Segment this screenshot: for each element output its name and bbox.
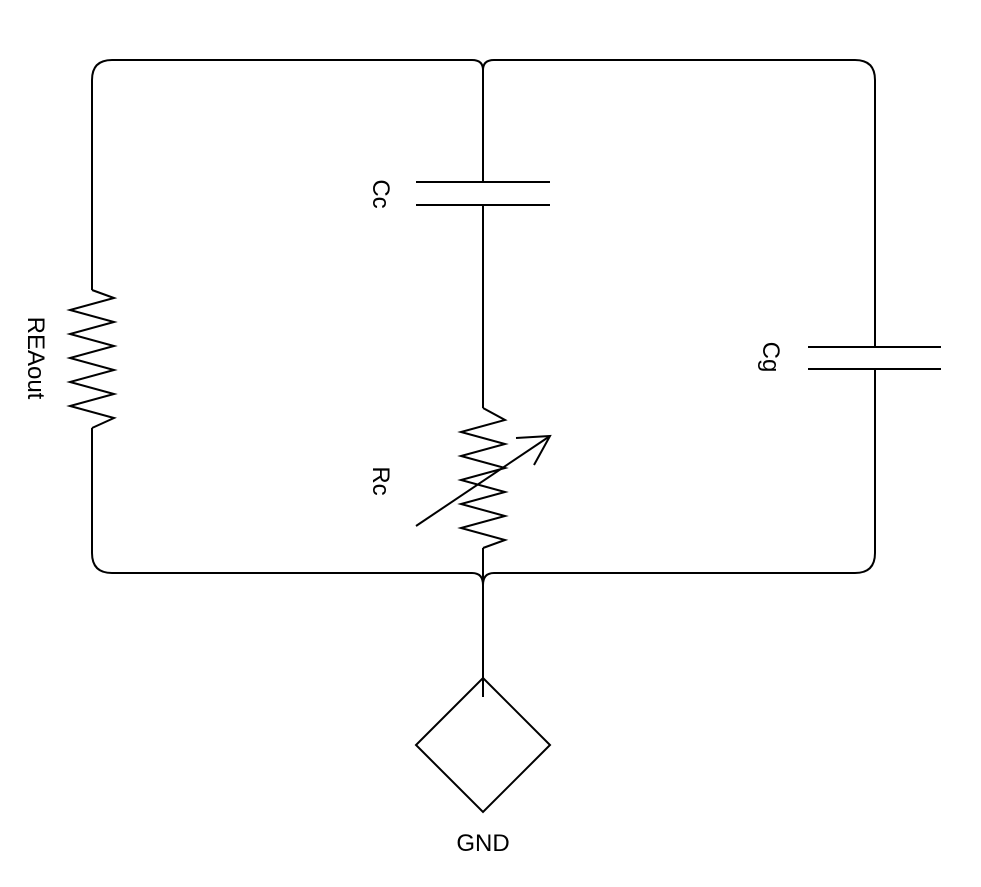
ground: GND xyxy=(414,676,552,857)
capacitor-cg: Cg xyxy=(757,342,941,373)
variable-resistor-rc-zigzag xyxy=(457,407,509,549)
resistor-reaout-zigzag xyxy=(66,289,118,429)
circuit-wires xyxy=(91,59,876,697)
ground-label: GND xyxy=(456,830,509,857)
variable-resistor-rc-arrow-shaft xyxy=(415,435,551,527)
ground-diamond-icon xyxy=(414,676,552,814)
capacitor-cc: Cc xyxy=(367,179,550,209)
variable-resistor-rc: Rc xyxy=(367,407,552,549)
variable-resistor-rc-arrowhead xyxy=(515,434,552,466)
resistor-reaout-label: REAout xyxy=(22,317,49,400)
resistor-reaout: REAout xyxy=(22,289,118,429)
capacitor-cg-label: Cg xyxy=(757,342,784,373)
variable-resistor-rc-label: Rc xyxy=(367,466,394,495)
capacitor-cc-label: Cc xyxy=(367,179,394,208)
